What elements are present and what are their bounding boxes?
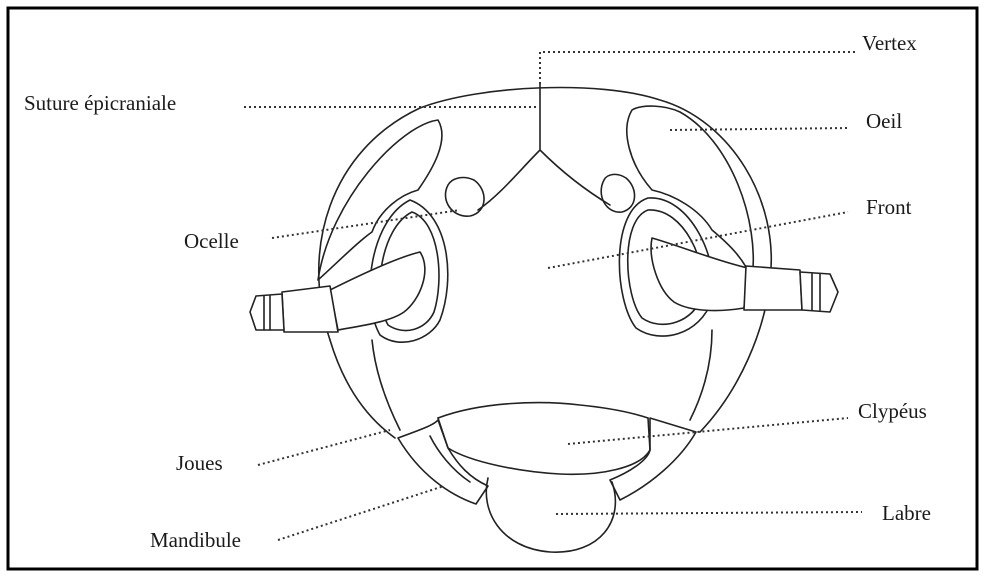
leader-labre (556, 512, 862, 514)
label-front: Front (866, 195, 912, 219)
label-vertex: Vertex (862, 31, 917, 55)
epicranial-suture (478, 84, 610, 210)
label-labre: Labre (882, 501, 931, 525)
left-mandible (398, 420, 488, 504)
head-capsule-left-lower (330, 340, 395, 438)
leader-joues (258, 430, 390, 465)
left-antenna-pedicel (282, 286, 338, 332)
leader-oeil (670, 128, 848, 130)
left-antenna-scape (330, 252, 425, 330)
right-ocellus (601, 174, 634, 212)
label-suture-epicraniale: Suture épicraniale (24, 91, 176, 115)
right-antenna-scape (651, 238, 748, 310)
label-mandibule: Mandibule (150, 528, 241, 552)
labrum (486, 478, 615, 552)
left-mandible-detail (430, 436, 470, 482)
leader-clypeus (568, 418, 848, 444)
label-oeil: Oeil (866, 109, 902, 133)
left-compound-eye (318, 120, 442, 280)
leader-mandibule (278, 486, 444, 540)
left-gena-line (372, 340, 400, 430)
label-joues: Joues (176, 451, 223, 475)
right-gena-line (690, 330, 712, 420)
left-antenna-flagellum (250, 294, 284, 330)
right-antenna-flagellum (800, 272, 838, 312)
right-antenna-pedicel (744, 266, 802, 310)
label-ocelle: Ocelle (184, 229, 239, 253)
clypeus-upper-edge (438, 403, 648, 418)
label-clypeus: Clypéus (858, 399, 927, 423)
leader-vertex (540, 52, 856, 84)
clypeus (438, 418, 650, 474)
right-mandible (610, 418, 696, 500)
